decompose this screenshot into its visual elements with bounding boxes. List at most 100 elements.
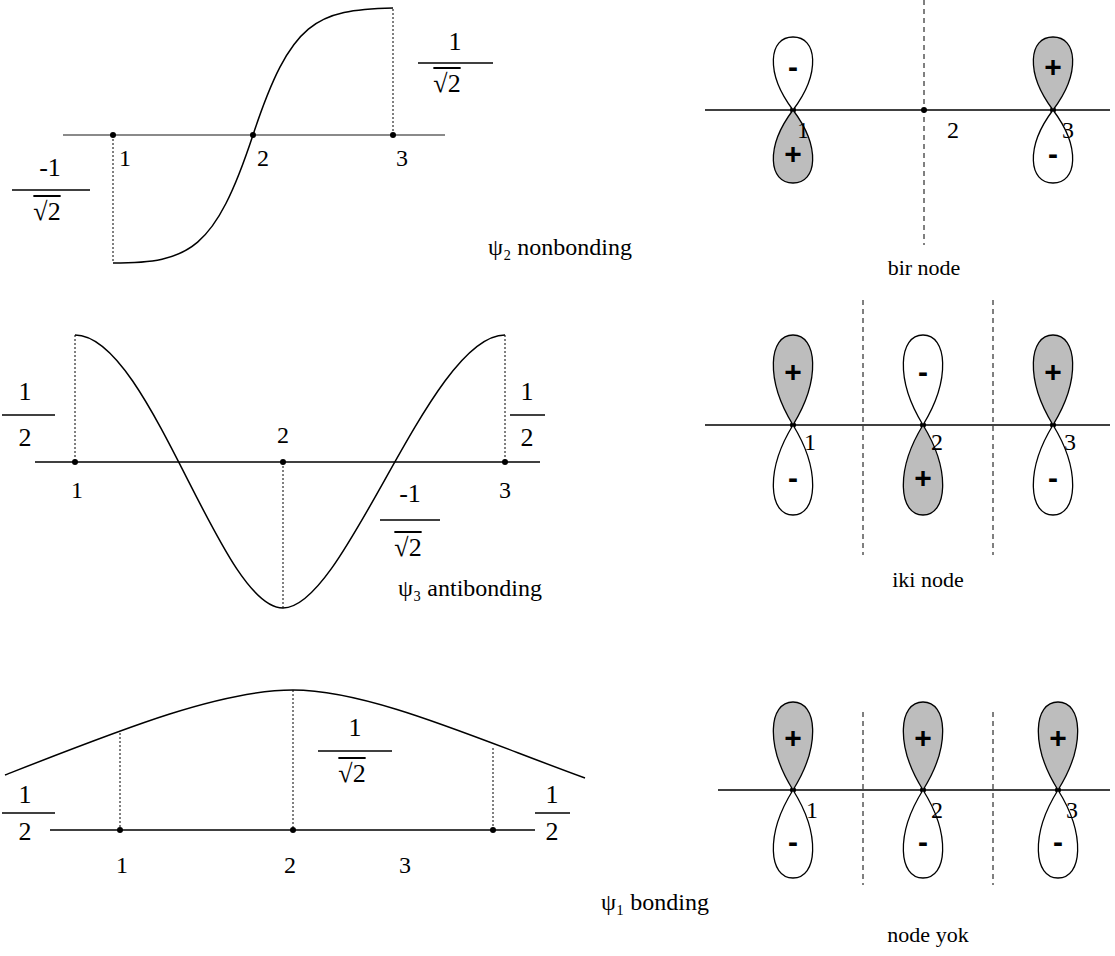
dotted-guide xyxy=(505,335,506,462)
diagram-label: 1 xyxy=(546,782,559,808)
fraction-bar xyxy=(2,414,55,415)
label-text: 3 xyxy=(396,145,408,171)
phase-sign: - xyxy=(1031,463,1075,493)
diagram-label: 2 xyxy=(947,118,959,142)
diagram-label: 2 xyxy=(257,146,269,170)
label-text: √2 xyxy=(433,69,460,98)
phase-sign: - xyxy=(771,52,815,82)
axis-line xyxy=(718,789,1110,790)
orbital-lobe: + xyxy=(771,333,815,425)
node-plane xyxy=(924,0,925,245)
node-plane xyxy=(863,712,864,885)
label-text: 2 xyxy=(546,817,559,846)
label-text: node yok xyxy=(887,922,968,947)
phase-sign: + xyxy=(771,723,815,753)
wave-curve xyxy=(113,8,393,263)
dotted-guide xyxy=(493,748,494,830)
diagram-label: 1 xyxy=(19,379,32,405)
phase-sign: + xyxy=(901,723,945,753)
axis-line xyxy=(35,461,540,462)
axis-line xyxy=(705,424,1110,425)
label-text: 3 xyxy=(1064,429,1076,455)
diagram-label: 2 xyxy=(19,819,32,845)
diagram-label: 1 xyxy=(804,430,816,454)
diagram-label: 2 xyxy=(931,430,943,454)
diagram-label: 1 xyxy=(349,715,362,741)
atom-dot xyxy=(110,132,116,138)
fraction-bar xyxy=(510,414,545,415)
diagram-label: 1 xyxy=(19,782,32,808)
atom-dot xyxy=(490,827,496,833)
phase-sign: - xyxy=(771,463,815,493)
label-text: 2 xyxy=(931,429,943,455)
fraction-bar xyxy=(535,812,570,813)
phase-sign: + xyxy=(1031,357,1075,387)
label-text: -1 xyxy=(399,479,421,508)
label-text: 2 xyxy=(284,852,296,878)
diagram-label: 1 xyxy=(797,118,809,142)
label-text: √2 xyxy=(394,533,421,562)
label-text: 2 xyxy=(947,117,959,143)
diagram-label: ψ₁ bonding xyxy=(601,890,709,914)
atom-dot xyxy=(250,132,256,138)
orbital-lobe: + xyxy=(901,700,945,790)
diagram-label: node yok xyxy=(887,924,968,946)
orbital-lobe: + xyxy=(1036,700,1080,790)
dotted-guide xyxy=(283,462,284,608)
label-text: 1 xyxy=(804,429,816,455)
diagram-label: ψ₃ antibonding xyxy=(398,576,542,600)
label-text: 3 xyxy=(399,852,411,878)
orbital-lobe: - xyxy=(771,35,815,110)
diagram-label: 3 xyxy=(1066,798,1078,822)
diagram-label: 1 xyxy=(71,478,83,502)
atom-dot xyxy=(117,827,123,833)
phase-sign: + xyxy=(771,139,815,169)
phase-sign: - xyxy=(1031,139,1075,169)
wave-curve xyxy=(75,335,505,608)
label-text: -1 xyxy=(39,153,61,182)
orbital-lobe: + xyxy=(1031,333,1075,425)
dotted-guide xyxy=(120,733,121,830)
phase-sign: + xyxy=(1031,52,1075,82)
dotted-guide xyxy=(113,135,114,263)
diagram-label: ψ₂ nonbonding xyxy=(488,235,632,259)
diagram-label: iki node xyxy=(892,569,964,591)
diagram-label: 1 xyxy=(119,146,131,170)
node-plane xyxy=(863,300,864,555)
phase-sign: - xyxy=(1036,827,1080,857)
label-text: 1 xyxy=(449,27,462,56)
fraction-bar xyxy=(12,189,90,190)
wave-curve xyxy=(5,690,585,778)
diagram-label: 2 xyxy=(19,425,32,451)
label-text: 1 xyxy=(797,117,809,143)
diagram-label: -1 xyxy=(399,481,421,507)
label-text: 1 xyxy=(806,797,818,823)
phase-sign: + xyxy=(771,357,815,387)
diagram-label: 2 xyxy=(284,853,296,877)
diagram-label: 2 xyxy=(931,798,943,822)
dotted-guide xyxy=(393,8,394,135)
atom-dot xyxy=(290,827,296,833)
label-text: 1 xyxy=(19,780,32,809)
label-text: √2 xyxy=(33,197,60,226)
phase-sign: + xyxy=(1036,723,1080,753)
label-text: 2 xyxy=(931,797,943,823)
node-plane xyxy=(993,300,994,555)
diagram-label: 3 xyxy=(1062,118,1074,142)
label-text: 3 xyxy=(499,477,511,503)
diagram-label: 3 xyxy=(396,146,408,170)
label-text: iki node xyxy=(892,567,964,592)
axis-line xyxy=(705,109,1110,110)
fraction-bar xyxy=(418,62,493,63)
diagram-label: 3 xyxy=(1064,430,1076,454)
diagram-label: √2 xyxy=(338,761,365,787)
orbital-lobe: - xyxy=(901,333,945,425)
label-text: ψ₁ bonding xyxy=(601,889,709,915)
label-text: 1 xyxy=(119,145,131,171)
diagram-label: 3 xyxy=(399,853,411,877)
label-text: 2 xyxy=(19,817,32,846)
dotted-guide xyxy=(75,335,76,462)
orbital-lobe: + xyxy=(1031,35,1075,110)
